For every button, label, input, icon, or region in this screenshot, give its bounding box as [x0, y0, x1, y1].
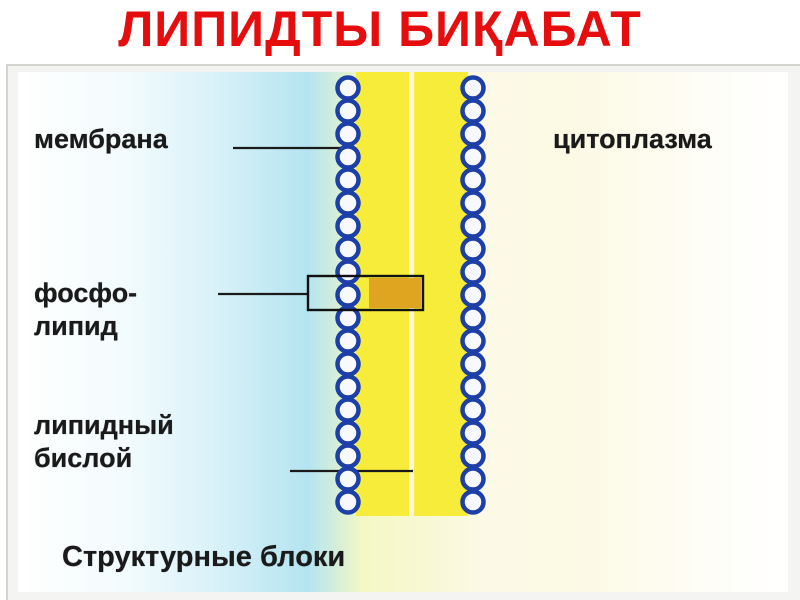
label-bilayer-line1: липидный — [34, 410, 174, 440]
bilayer-svg — [218, 72, 486, 516]
outer-phospholipid-head — [335, 489, 361, 515]
outer-phospholipid-head — [335, 443, 361, 469]
inner-phospholipid-head — [460, 144, 486, 170]
inner-phospholipid-head — [460, 443, 486, 469]
slide-title: ЛИПИДТЫ БИҚАБАТ — [118, 1, 642, 57]
inner-phospholipid-head — [460, 236, 486, 262]
label-membrane: мембрана — [34, 124, 168, 154]
inner-phospholipid-head — [460, 374, 486, 400]
inner-phospholipid-head — [460, 305, 486, 331]
lipid-bilayer-figure: мембрана цитоплазма фосфо- липид липидны… — [18, 72, 788, 592]
inner-phospholipid-head — [460, 213, 486, 239]
label-phospholipid-line1: фосфо- — [34, 278, 138, 308]
outer-phospholipid-head — [335, 374, 361, 400]
highlighted-phospholipid-box — [306, 274, 425, 312]
inner-phospholipid-head — [460, 397, 486, 423]
inner-phospholipid-head — [460, 98, 486, 124]
outer-phospholipid-head — [335, 328, 361, 354]
highlighted-phospholipid-tail — [369, 278, 421, 308]
outer-phospholipid-head — [335, 213, 361, 239]
outer-phospholipid-head — [335, 190, 361, 216]
outer-phospholipid-head — [335, 236, 361, 262]
label-bilayer-line2: бислой — [34, 443, 133, 473]
inner-phospholipid-head — [460, 190, 486, 216]
inner-phospholipid-head — [460, 259, 486, 285]
outer-leaflet-heads — [335, 75, 361, 515]
caption: Структурные блоки — [62, 541, 346, 573]
outer-phospholipid-head — [335, 351, 361, 377]
outer-phospholipid-head — [335, 75, 361, 101]
inner-phospholipid-head — [460, 121, 486, 147]
label-phospholipid-line2: липид — [34, 311, 118, 341]
outer-phospholipid-head — [335, 466, 361, 492]
inner-phospholipid-head — [460, 351, 486, 377]
label-cytoplasm: цитоплазма — [553, 124, 712, 154]
outer-phospholipid-head — [335, 259, 361, 285]
outer-phospholipid-head — [335, 144, 361, 170]
inner-phospholipid-head — [460, 466, 486, 492]
inner-leaflet-heads — [460, 75, 486, 515]
outer-phospholipid-head — [335, 98, 361, 124]
inner-phospholipid-head — [460, 420, 486, 446]
inner-phospholipid-head — [460, 167, 486, 193]
inner-phospholipid-head — [460, 328, 486, 354]
outer-phospholipid-head — [335, 397, 361, 423]
inner-phospholipid-head — [460, 489, 486, 515]
outer-phospholipid-head — [335, 167, 361, 193]
outer-phospholipid-head — [335, 420, 361, 446]
outer-phospholipid-head — [335, 121, 361, 147]
inner-phospholipid-head — [460, 75, 486, 101]
inner-phospholipid-head — [460, 282, 486, 308]
outer-phospholipid-head — [335, 282, 361, 308]
